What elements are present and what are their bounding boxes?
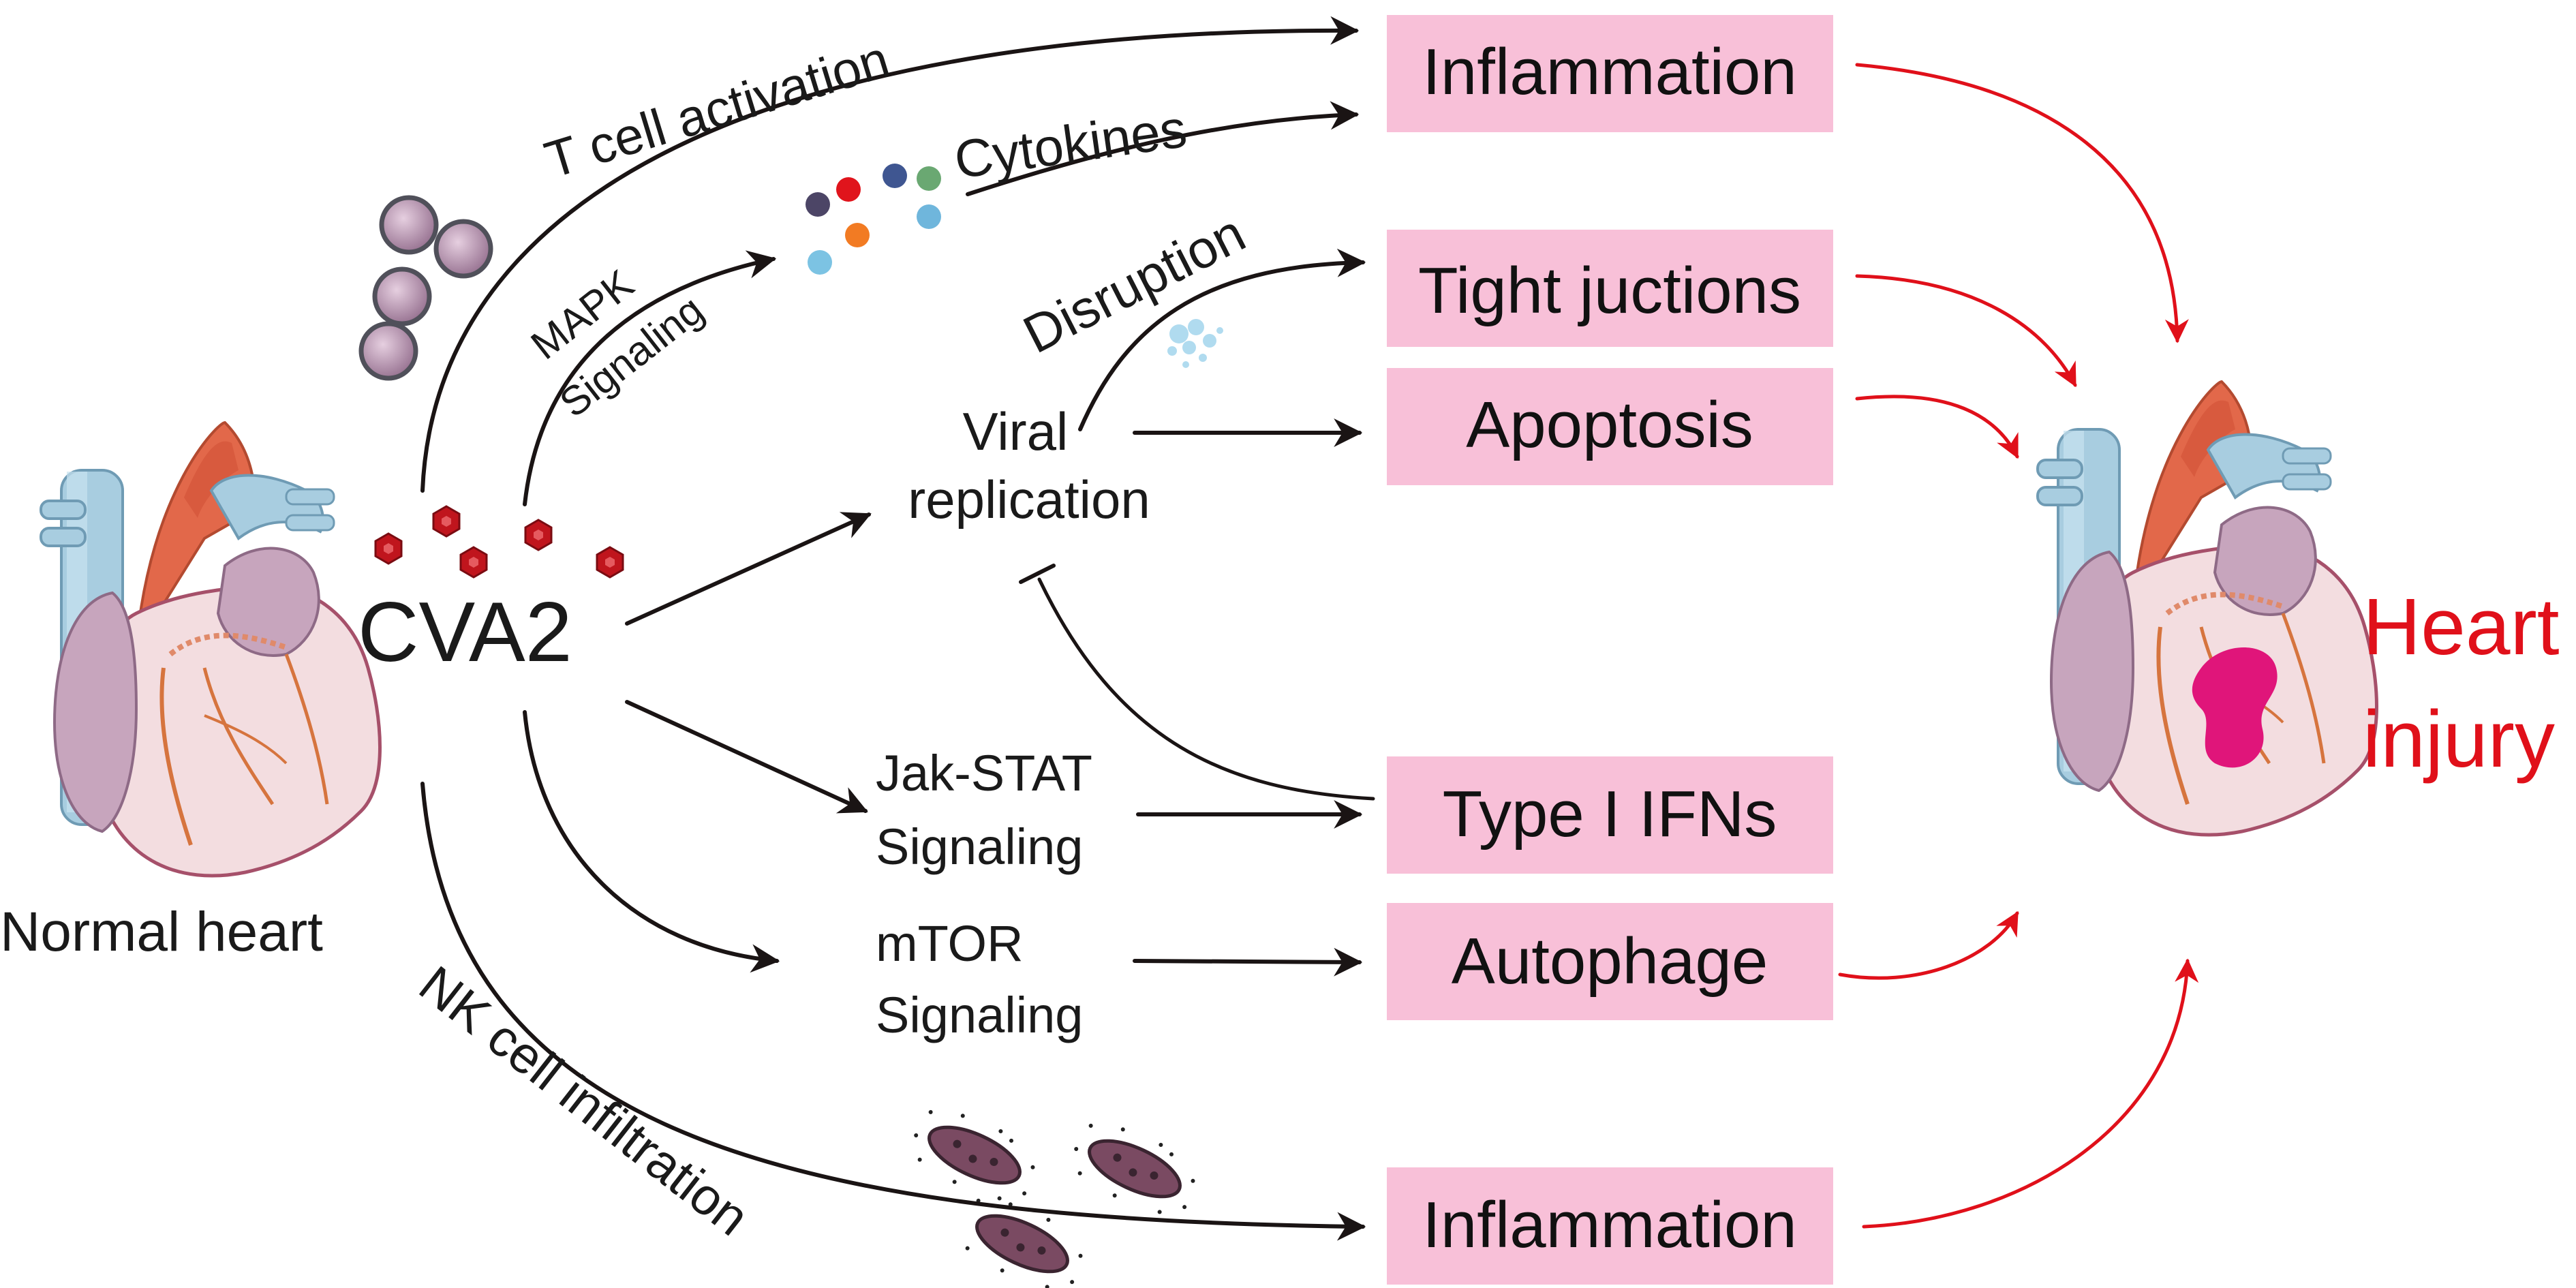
nk-cell-icon [1074, 1123, 1195, 1214]
lesion-icon [2192, 647, 2278, 768]
nk-cell-icon [965, 1198, 1083, 1288]
arrow-tight-junctions [1078, 248, 1366, 431]
cytokine-icon [808, 250, 832, 275]
outcome-label: Autophage [1452, 925, 1768, 998]
outcome-label: Inflammation [1422, 1189, 1797, 1261]
nk-cell-icon [914, 1109, 1035, 1201]
cytokine-icon [836, 177, 861, 202]
arrow-t-cell-activation [420, 16, 1360, 493]
red-arrow-autophage [1838, 910, 2019, 980]
t-cell-activation-label: T cell activation [538, 30, 895, 189]
jak-stat-label-line1: Jak-STAT [876, 745, 1092, 801]
inhibition-line-ifns-to-replication [1037, 577, 1375, 801]
t-cell-icon [379, 195, 439, 255]
cva2-label: CVA2 [358, 585, 572, 679]
outcome-label: Inflammation [1422, 35, 1797, 108]
arrow-cytokines [966, 101, 1360, 196]
outcome-label: Tight juctions [1418, 254, 1801, 327]
virus-icon [524, 519, 553, 551]
arrow-nk-cell-infiltration [420, 782, 1366, 1241]
nk-cells [914, 1109, 1195, 1288]
outcome-box-tight-junctions: Tight juctions [1387, 230, 1833, 347]
outcome-box-inflammation-bottom: Inflammation [1387, 1167, 1833, 1285]
injured-heart-icon [2036, 380, 2378, 837]
arrow-autophage [1133, 947, 1363, 977]
arrow-viral-replication [625, 512, 872, 626]
mtor-label-line2: Signaling [876, 987, 1083, 1043]
normal-heart-label: Normal heart [0, 901, 323, 963]
virus-icon [432, 505, 461, 538]
cytokines-label: Cytokines [951, 98, 1190, 190]
cytokine-icon [806, 192, 830, 217]
disruption-label: Disruption [1014, 202, 1255, 365]
arrow-mapk [523, 250, 777, 506]
virus-particles [374, 505, 624, 579]
cytokine-icon [883, 164, 907, 188]
red-arrow-inflammation-top [1855, 63, 2189, 343]
red-arrow-tight-junctions [1855, 274, 2077, 388]
t-cells [358, 195, 493, 381]
red-arrow-inflammation-bottom [1862, 958, 2199, 1229]
disruption-splash-icon [1167, 319, 1223, 368]
cytokine-icon [845, 223, 870, 247]
heart-injury-label-line1: Heart [2363, 582, 2560, 672]
t-cell-icon [358, 321, 418, 381]
viral-replication-label-line2: replication [908, 470, 1150, 530]
mtor-label-line1: mTOR [876, 915, 1024, 972]
virus-icon [459, 546, 488, 579]
normal-heart-icon [40, 420, 382, 878]
outcome-box-apoptosis: Apoptosis [1387, 368, 1833, 485]
outcome-box-inflammation-top: Inflammation [1387, 15, 1833, 132]
red-arrow-apoptosis [1855, 395, 2019, 459]
heart-injury-label-line2: injury [2363, 694, 2555, 784]
cytokine-dots [806, 164, 941, 275]
outcome-label: Type I IFNs [1443, 778, 1777, 850]
arrow-jak-stat [625, 700, 868, 814]
t-cell-icon [372, 266, 432, 326]
inhibition-bar [1019, 564, 1056, 584]
virus-icon [596, 546, 624, 579]
viral-replication-label-line1: Viral [963, 401, 1069, 461]
t-cell-icon [433, 219, 493, 279]
outcome-box-autophage: Autophage [1387, 903, 1833, 1020]
outcome-box-type-i-ifns: Type I IFNs [1387, 756, 1833, 874]
nk-cell-infiltration-label: NK cell infiltration [409, 955, 760, 1246]
outcome-label: Apoptosis [1466, 388, 1753, 461]
cytokine-icon [917, 204, 941, 229]
cytokine-icon [917, 166, 941, 191]
virus-icon [374, 532, 403, 565]
jak-stat-label-line2: Signaling [876, 818, 1083, 875]
arrow-mtor [523, 710, 780, 973]
